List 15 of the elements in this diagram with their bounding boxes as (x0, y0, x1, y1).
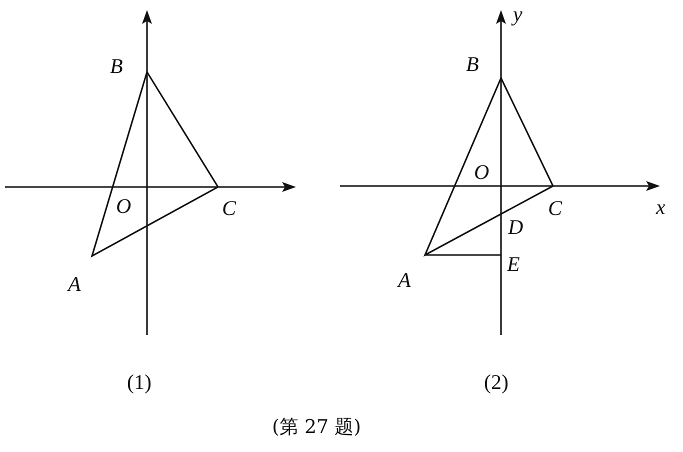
point-label: C (548, 198, 562, 219)
figure-number: (2) (484, 372, 508, 393)
point-label: B (110, 56, 123, 77)
point-label: x (656, 197, 666, 218)
point-label: E (507, 254, 520, 275)
point-label: O (116, 196, 132, 217)
figure-number: (1) (127, 372, 152, 393)
point-label: D (508, 217, 524, 238)
point-label: A (68, 274, 81, 295)
point-label: C (222, 198, 236, 219)
point-label: y (513, 4, 522, 25)
point-label: B (466, 54, 479, 75)
point-label: A (398, 270, 411, 291)
point-label: O (474, 162, 490, 183)
caption: (第 27 题) (272, 418, 362, 437)
